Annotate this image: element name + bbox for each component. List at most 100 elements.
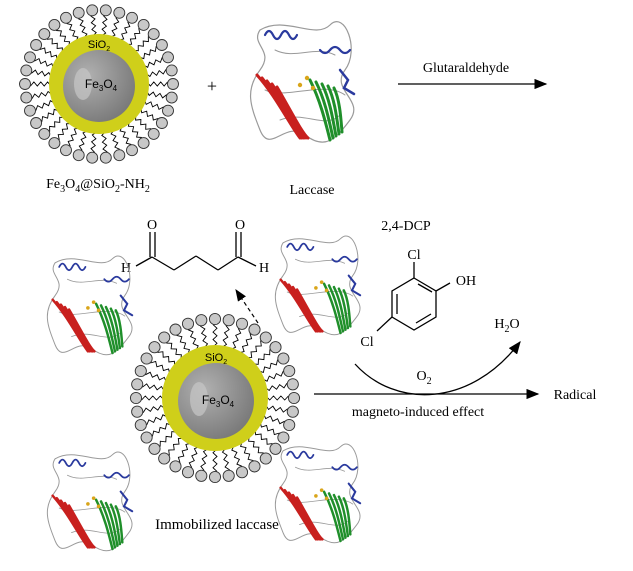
ligand-chain (66, 23, 79, 43)
ligand-bead (86, 151, 99, 164)
copper-site (314, 494, 318, 498)
dichlorophenol-structure (376, 262, 451, 332)
ligand-chain (144, 99, 164, 111)
ligand-chain (230, 328, 242, 350)
copper-site (314, 286, 318, 290)
alpha-helix-blue (58, 262, 87, 272)
beta-strand-green (332, 86, 344, 134)
ligand-chain (265, 404, 288, 413)
beta-strand-green (326, 84, 341, 136)
ligand-chain (212, 448, 218, 472)
ligand-bead (147, 127, 160, 140)
ligand-chain (142, 404, 166, 413)
ligand-bead (195, 314, 208, 327)
ligand-chain (56, 30, 71, 47)
plus-sign: + (207, 76, 217, 96)
laccase-protein-structure (249, 21, 356, 143)
beta-strand-green (109, 307, 122, 350)
magneto-effect-label: magneto-induced effect (352, 405, 484, 420)
ligand-bead (165, 91, 178, 104)
ligand-chain (110, 17, 120, 38)
beta-strand-green (342, 289, 352, 328)
ligand-chain (140, 107, 159, 121)
ligand-chain (221, 325, 230, 348)
alpha-helix-blue (119, 294, 134, 317)
ligand-chain (39, 47, 58, 61)
ligand-chain (265, 395, 289, 401)
ligand-chain (142, 383, 165, 392)
beta-strand-green (327, 492, 345, 541)
ligand-bead (24, 51, 36, 64)
ligand-chain (146, 81, 168, 87)
beta-strand-green (322, 282, 342, 335)
water-product: H2O (494, 317, 519, 335)
ligand-chain (41, 108, 60, 122)
top-nanoparticle: SiO2 Fe3O4 (19, 4, 179, 164)
ligand-bead (286, 405, 299, 418)
ligand-bead (60, 144, 72, 157)
beta-strand-green (332, 285, 347, 331)
protein-coil (46, 451, 133, 552)
ligand-chain (187, 329, 199, 352)
ligand-chain (142, 57, 163, 68)
ligand-chain (177, 442, 192, 463)
protein-coil (46, 255, 133, 356)
oxidation-curved-arrow (354, 340, 521, 396)
oxygen-reagent: O2 (416, 369, 431, 387)
substrate-name: 2,4-DCP (381, 219, 431, 234)
beta-strand-red (59, 499, 93, 549)
ligand-bead (20, 64, 33, 77)
ligand-bead (269, 442, 282, 455)
ligand-bead (48, 18, 61, 31)
ligand-bead (277, 431, 290, 444)
release-dashed-arrow (235, 289, 259, 324)
ligand-bead (24, 104, 36, 117)
beta-strand-red (295, 288, 324, 333)
beta-strand-red (67, 504, 96, 549)
copper-site (319, 280, 324, 284)
beta-strand-red (260, 76, 304, 140)
beta-strand-green (308, 78, 332, 142)
copper-site (91, 300, 96, 304)
ligand-bead (134, 418, 147, 432)
alpha-helix-blue (347, 482, 362, 505)
ligand-chain (141, 395, 165, 401)
ligand-bead (259, 331, 272, 344)
ligand-bead (269, 341, 282, 354)
ligand-chain (259, 421, 280, 436)
ligand-bead (222, 469, 235, 482)
ligand-bead (248, 460, 261, 473)
protein-coil (264, 49, 346, 122)
beta-strand-green (114, 309, 124, 348)
step1-reagent-label: Glutaraldehyde (423, 61, 509, 76)
ligand-chain (263, 413, 285, 425)
ligand-bead (148, 341, 161, 354)
ligand-chain (118, 21, 131, 41)
copper-site (96, 308, 101, 313)
beta-strand-green (94, 302, 114, 355)
ligand-bead (99, 4, 112, 17)
ligand-bead (169, 460, 182, 473)
beta-strand-red (59, 303, 93, 353)
copper-site (297, 82, 303, 88)
ligand-chain (30, 81, 52, 87)
copper-site (304, 75, 310, 81)
ligand-bead (48, 137, 61, 150)
ligand-bead (162, 104, 174, 117)
ligand-bead (113, 6, 126, 19)
ligand-chain (254, 429, 273, 445)
radical-product: Radical (554, 388, 597, 403)
ligand-bead (113, 149, 126, 162)
laccase-caption: Laccase (289, 183, 334, 198)
ligand-bead (162, 51, 174, 64)
ligand-bead (30, 39, 43, 51)
ligand-chain (31, 69, 52, 78)
copper-site (324, 496, 329, 501)
ligand-chain (151, 423, 172, 437)
chlorine-para: Cl (360, 335, 373, 350)
alpha-helix-blue (347, 274, 362, 297)
shell-label: SiO2 (88, 39, 110, 53)
beta-strand-red (51, 494, 90, 549)
chlorine-ortho: Cl (407, 248, 420, 263)
ligand-bead (140, 431, 153, 444)
